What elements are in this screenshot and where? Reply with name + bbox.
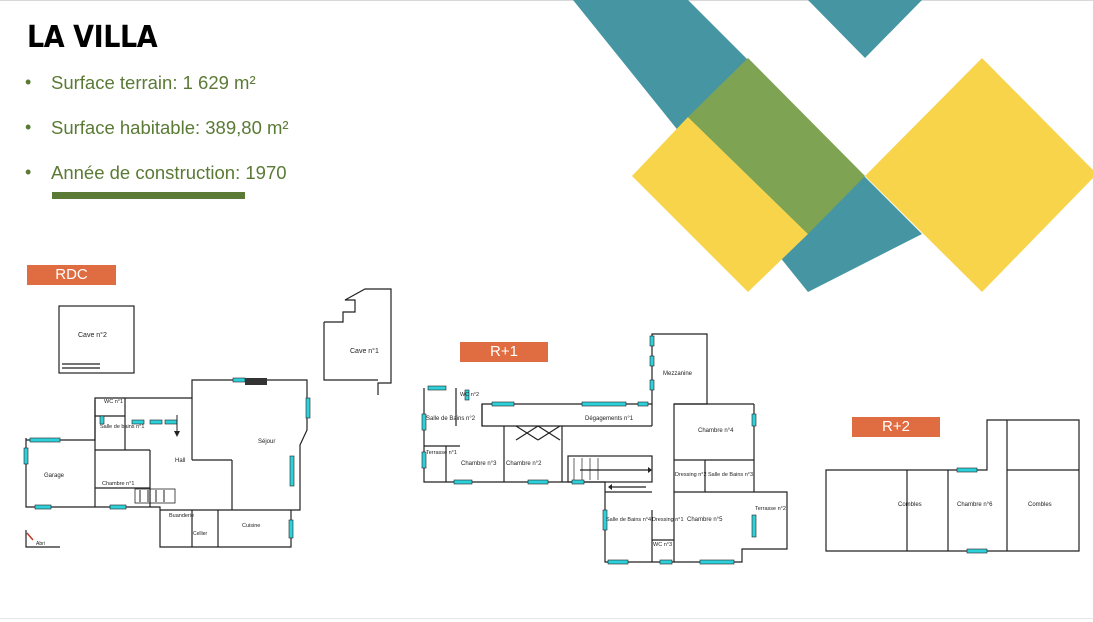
deco-yellow-diamond-left xyxy=(632,117,808,292)
window xyxy=(607,559,629,565)
window xyxy=(23,447,29,465)
label-sdb3: Salle de Bains n°3 xyxy=(708,472,753,478)
label-terrasse1: Terrasse n°1 xyxy=(426,450,457,456)
label-chambre3: Chambre n°3 xyxy=(461,461,497,467)
label-garage: Garage xyxy=(44,473,65,479)
bottom-border xyxy=(0,618,1093,619)
window xyxy=(109,504,127,510)
fact-surface-terrain: • Surface terrain: 1 629 m² xyxy=(25,72,289,117)
accent-underline xyxy=(52,192,245,199)
bullet-dot: • xyxy=(25,117,32,137)
label-sdb2: Salle de Bains n°2 xyxy=(426,416,476,422)
window xyxy=(956,467,978,473)
label-chambre5: Chambre n°5 xyxy=(687,517,723,523)
label-buanderie: Buanderie xyxy=(169,513,194,519)
stairs-r1 xyxy=(567,455,653,483)
level-tag-r1: R+1 xyxy=(460,342,548,362)
label-abri: Abri xyxy=(36,541,45,547)
window xyxy=(99,415,105,425)
label-terrasse2: Terrasse n°2 xyxy=(755,506,786,512)
fact-label: Surface habitable: 389,80 m² xyxy=(51,117,289,138)
window xyxy=(232,377,246,383)
window xyxy=(699,559,735,565)
window xyxy=(649,335,655,347)
label-combles-left: Combles xyxy=(898,502,922,508)
deco-green-diamond xyxy=(688,58,865,234)
label-dressing2: Dressing n°2 xyxy=(675,472,707,478)
window xyxy=(751,514,757,538)
room-outline-cave1 xyxy=(323,288,392,395)
window xyxy=(305,397,311,419)
label-degagements: Dégagements n°1 xyxy=(585,416,634,422)
label-hall: Hall xyxy=(175,458,185,464)
room-outline-rdc-main xyxy=(25,379,308,548)
label-dressing1: Dressing n°1 xyxy=(652,517,684,523)
window xyxy=(649,355,655,367)
window xyxy=(637,401,649,407)
window xyxy=(453,479,473,485)
window xyxy=(421,451,427,469)
window xyxy=(149,419,163,425)
label-combles-right: Combles xyxy=(1028,502,1052,508)
fact-surface-habitable: • Surface habitable: 389,80 m² xyxy=(25,117,289,162)
label-chambre6: Chambre n°6 xyxy=(957,502,993,508)
window xyxy=(581,401,627,407)
window xyxy=(288,519,294,539)
window xyxy=(571,479,585,485)
fact-annee-construction: • Année de construction: 1970 xyxy=(25,162,289,207)
window xyxy=(289,455,295,487)
label-chambre4: Chambre n°4 xyxy=(698,428,734,434)
label-sejour: Séjour xyxy=(258,439,275,445)
decorative-diamonds xyxy=(573,0,1093,292)
label-cave2: Cave n°2 xyxy=(78,331,107,339)
window xyxy=(34,504,52,510)
label-cellier: Cellier xyxy=(193,531,208,537)
bullet-dot: • xyxy=(25,72,32,92)
deco-teal-top-triangle xyxy=(808,0,922,58)
window xyxy=(751,413,757,427)
label-cuisine: Cuisine xyxy=(242,523,260,529)
top-border xyxy=(0,0,1093,1)
label-wc1: WC n°1 xyxy=(104,399,123,405)
window xyxy=(966,548,988,554)
label-chambre2: Chambre n°2 xyxy=(506,461,542,467)
label-mezzanine: Mezzanine xyxy=(663,371,693,377)
fact-label: Année de construction: 1970 xyxy=(51,162,287,183)
label-wc2: WC n°2 xyxy=(460,392,479,398)
property-facts-list: • Surface terrain: 1 629 m² • Surface habi… xyxy=(25,72,289,207)
label-cave1: Cave n°1 xyxy=(350,347,379,355)
window xyxy=(421,413,427,431)
window xyxy=(659,559,673,565)
window xyxy=(164,419,178,425)
label-wc3: WC n°3 xyxy=(653,542,672,548)
deco-yellow-diamond-right xyxy=(865,58,1093,292)
window xyxy=(649,379,655,391)
label-chambre1: Chambre n°1 xyxy=(102,481,134,487)
level-tag-rdc: RDC xyxy=(27,265,116,285)
room-outline-r2 xyxy=(825,419,1080,552)
bullet-dot: • xyxy=(25,162,32,182)
window xyxy=(29,437,61,443)
stairs-rdc xyxy=(134,488,176,504)
label-sdb1: Salle de bains n°1 xyxy=(100,424,144,430)
window xyxy=(464,389,470,401)
room-outline-cave2 xyxy=(58,305,135,374)
page-title: LA VILLA xyxy=(27,20,158,55)
fireplace xyxy=(245,378,267,385)
level-tag-r2: R+2 xyxy=(852,417,940,437)
label-sdb4: Salle de Bains n°4 xyxy=(606,517,651,523)
window xyxy=(527,479,549,485)
fact-label: Surface terrain: 1 629 m² xyxy=(51,72,256,93)
window xyxy=(427,385,447,391)
window xyxy=(131,419,145,425)
window xyxy=(491,401,515,407)
window xyxy=(602,509,608,531)
